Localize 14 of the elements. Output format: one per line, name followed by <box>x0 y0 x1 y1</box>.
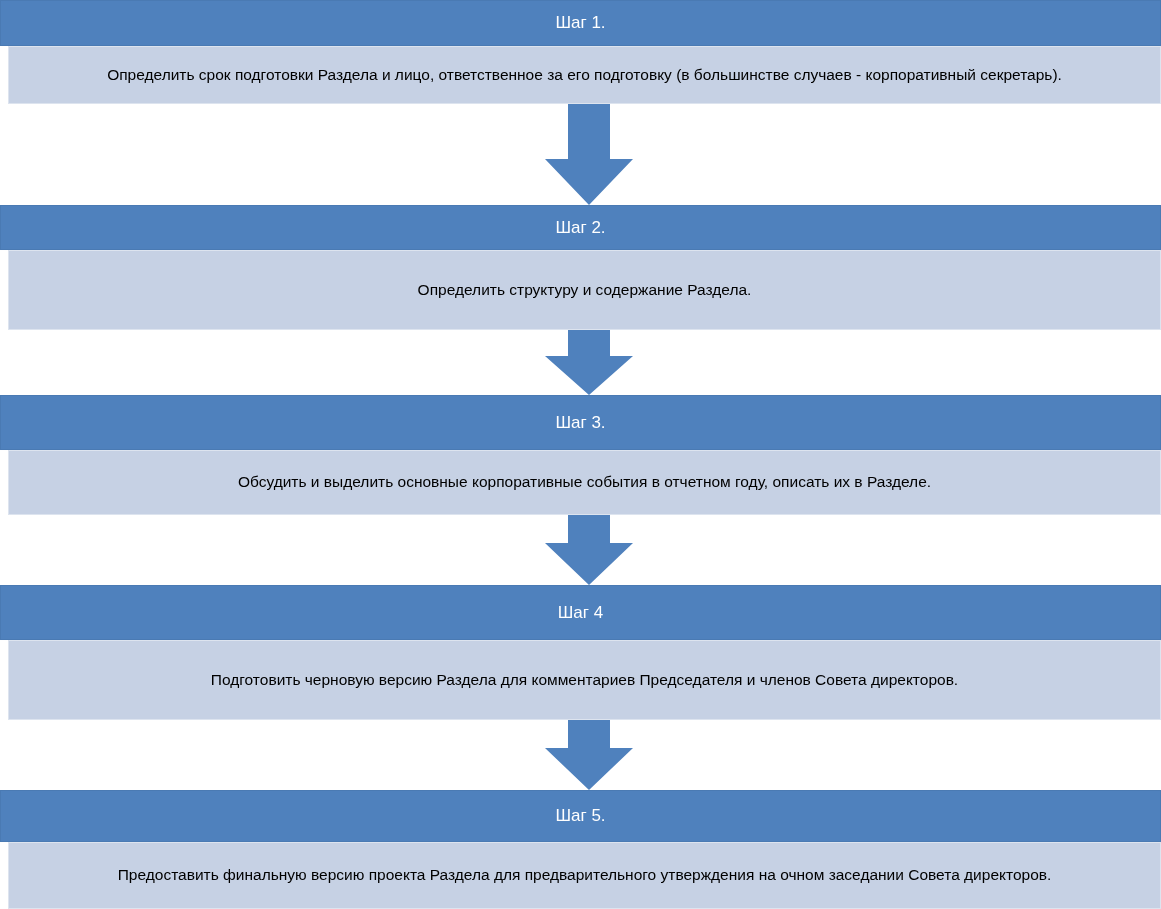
step-title: Шаг 2. <box>555 217 606 238</box>
step-title: Шаг 4 <box>557 602 604 623</box>
step-title: Шаг 3. <box>555 412 606 433</box>
down-arrow <box>545 515 633 585</box>
step-description: Определить структуру и содержание Раздела. <box>417 279 752 300</box>
down-arrow <box>545 330 633 395</box>
down-arrow <box>545 104 633 205</box>
step-title: Шаг 1. <box>555 13 606 33</box>
step-description: Обсудить и выделить основные корпоративные события в отчетном году, описать их в Разделе. <box>237 472 932 493</box>
down-arrow <box>545 720 633 790</box>
step-title: Шаг 5. <box>555 806 606 826</box>
step-description: Подготовить черновую версию Раздела для комментариев Председателя и членов Совета директоров. <box>210 669 959 690</box>
step-description: Предоставить финальную версию проекта Раздела для предварительного утверждения на очном заседании Совета директоров. <box>117 865 1052 886</box>
step-description: Определить срок подготовки Раздела и лицо, ответственное за его подготовку (в большинстве случаев - корпоративный секретарь). <box>107 64 1062 85</box>
